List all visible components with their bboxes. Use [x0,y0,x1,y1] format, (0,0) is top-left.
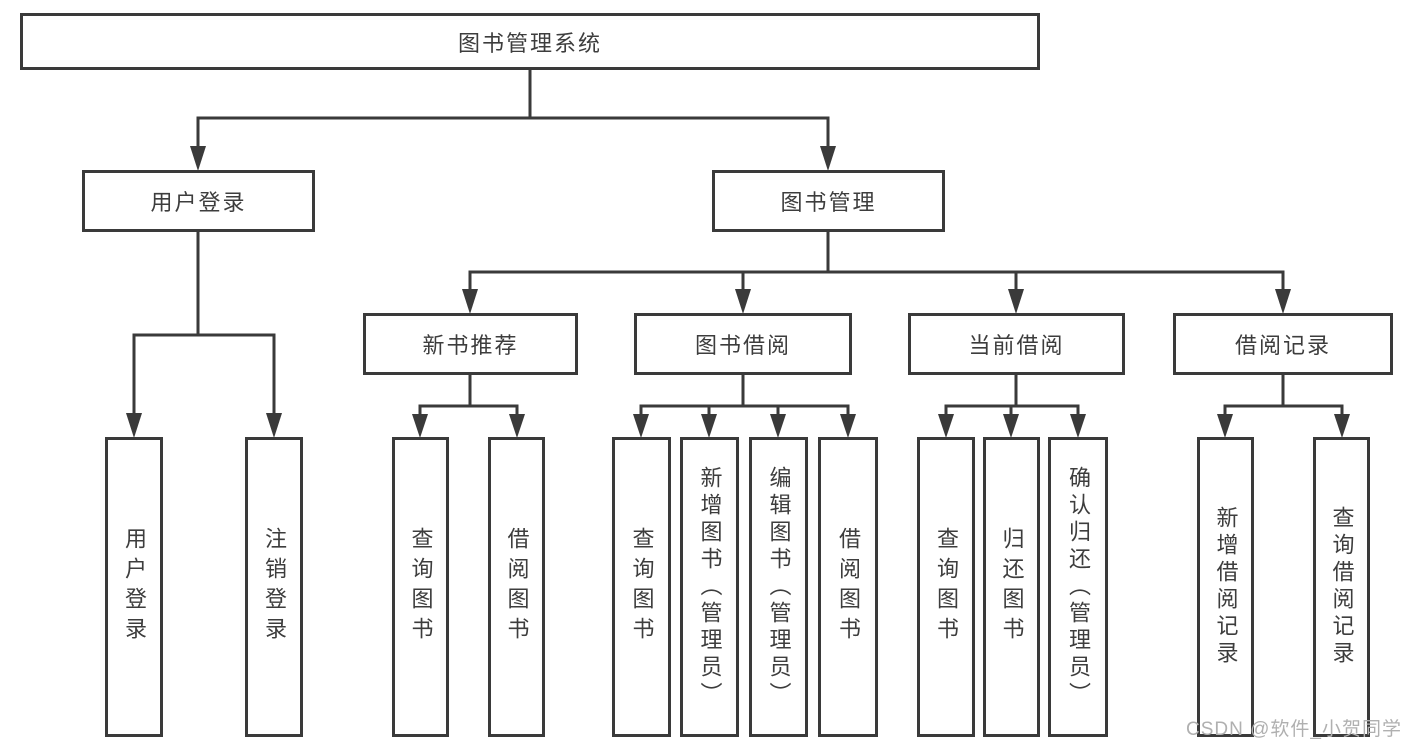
node-leaf-confirm-return-admin: 确认归还（管理员） [1048,437,1108,737]
node-label: 借阅图书 [504,527,530,647]
node-current-borrow: 当前借阅 [908,313,1125,375]
node-label: 查询图书 [408,527,434,647]
node-leaf-query-books-recommend: 查询图书 [392,437,449,737]
node-leaf-edit-books-admin: 编辑图书（管理员） [749,437,808,737]
node-leaf-return-books: 归还图书 [983,437,1040,737]
node-label: 归还图书 [999,527,1025,647]
node-book-management: 图书管理 [712,170,945,232]
node-label: 图书管理 [780,190,877,215]
node-label: 编辑图书（管理员） [766,465,792,709]
node-leaf-add-borrow-record: 新增借阅记录 [1197,437,1254,737]
node-label: 新增图书（管理员） [697,465,723,709]
node-leaf-query-books-borrow: 查询图书 [612,437,671,737]
node-user-login: 用户登录 [82,170,315,232]
node-label: 借阅记录 [1234,333,1331,358]
node-label: 当前借阅 [968,333,1065,358]
node-leaf-query-borrow-record: 查询借阅记录 [1313,437,1370,737]
csdn-watermark: CSDN @软件_小贺同学 [1186,719,1402,740]
node-label: 查询借阅记录 [1329,506,1355,668]
node-label: 新书推荐 [422,333,519,358]
node-label: 用户登录 [122,527,147,647]
node-label: 查询图书 [629,527,655,647]
node-leaf-query-books-current: 查询图书 [917,437,975,737]
node-label: 图书管理系统 [457,30,602,56]
node-label: 注销登录 [262,527,287,647]
node-label: 查询图书 [934,527,959,647]
node-label: 借阅图书 [836,527,861,647]
node-leaf-logout: 注销登录 [245,437,303,737]
node-borrow-records: 借阅记录 [1173,313,1393,375]
node-label: 用户登录 [150,190,247,215]
node-leaf-borrow-books-recommend: 借阅图书 [488,437,545,737]
node-label: 确认归还（管理员） [1066,465,1091,709]
node-leaf-borrow-books: 借阅图书 [818,437,878,737]
node-library-management-system: 图书管理系统 [20,13,1040,70]
node-label: 图书借阅 [694,333,791,358]
node-book-borrow: 图书借阅 [634,313,852,375]
node-new-book-recommend: 新书推荐 [363,313,578,375]
arrowheads [126,146,1350,438]
node-label: 新增借阅记录 [1213,506,1239,668]
node-leaf-add-books-admin: 新增图书（管理员） [680,437,739,737]
node-leaf-user-login: 用户登录 [105,437,163,737]
